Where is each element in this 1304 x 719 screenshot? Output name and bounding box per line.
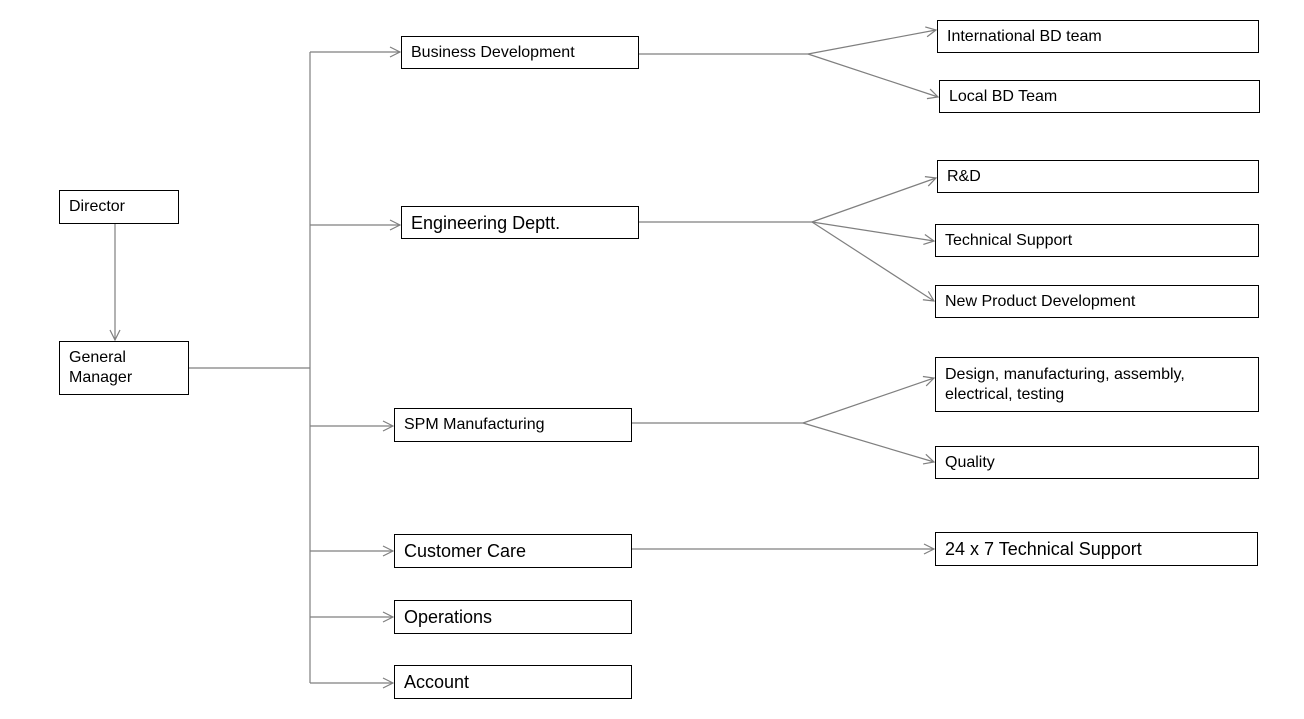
node-technical-support-247: 24 x 7 Technical Support [935, 532, 1258, 566]
node-rd-label: R&D [947, 167, 981, 185]
node-business-development-label: Business Development [411, 43, 575, 61]
node-technical-support-247-label: 24 x 7 Technical Support [945, 539, 1142, 559]
node-local-bd: Local BD Team [939, 80, 1260, 113]
node-director: Director [59, 190, 179, 224]
node-design-manufacturing-label-line1: Design, manufacturing, assembly, [945, 365, 1185, 383]
node-local-bd-label: Local BD Team [949, 87, 1058, 105]
node-rd: R&D [937, 160, 1259, 193]
node-operations-label: Operations [404, 607, 493, 627]
node-customer-care-label: Customer Care [404, 541, 527, 561]
node-technical-support: Technical Support [935, 224, 1259, 257]
node-technical-support-label: Technical Support [945, 231, 1073, 249]
edge-eng-npd [811, 221, 934, 301]
node-engineering-label: Engineering Deptt. [411, 212, 561, 233]
node-business-development: Business Development [401, 36, 639, 69]
node-design-manufacturing-label-line2: electrical, testing [945, 385, 1065, 403]
node-general-manager-label-line1: General [69, 349, 126, 366]
node-international-bd: International BD team [937, 20, 1259, 53]
edge-spm-design [802, 378, 934, 424]
edge-bd-intl [807, 30, 936, 55]
node-new-product-development-label: New Product Development [945, 292, 1136, 310]
node-director-label: Director [69, 198, 126, 215]
node-spm-manufacturing-label: SPM Manufacturing [404, 416, 545, 433]
node-design-manufacturing: Design, manufacturing, assembly, electri… [935, 357, 1259, 412]
node-engineering: Engineering Deptt. [401, 206, 639, 239]
node-quality-label: Quality [945, 453, 995, 471]
edge-bd-local [807, 53, 938, 97]
edge-eng-rd [811, 178, 936, 223]
node-general-manager-label-line2: Manager [69, 369, 133, 386]
node-account-label: Account [404, 672, 470, 692]
node-customer-care: Customer Care [394, 534, 632, 568]
node-general-manager: General Manager [59, 341, 189, 395]
node-quality: Quality [935, 446, 1259, 479]
node-account: Account [394, 665, 632, 699]
node-spm-manufacturing: SPM Manufacturing [394, 408, 632, 442]
node-international-bd-label: International BD team [947, 27, 1102, 45]
node-new-product-development: New Product Development [935, 285, 1259, 318]
edge-spm-quality [802, 422, 934, 462]
edge-eng-ts [811, 221, 934, 241]
node-operations: Operations [394, 600, 632, 634]
